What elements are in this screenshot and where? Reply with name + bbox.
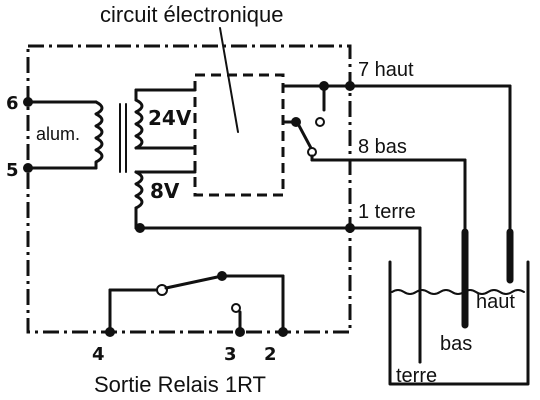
haut-terminal-label: 7 haut <box>358 59 414 81</box>
terminal-4-label: 4 <box>92 344 105 365</box>
output-relay <box>105 271 288 337</box>
alum-label: alum. <box>36 124 80 144</box>
caption-sortie-relais: Sortie Relais 1RT <box>94 372 266 397</box>
terminal-2-label: 2 <box>264 344 277 365</box>
title-circuit-electronique: circuit électronique <box>100 2 283 27</box>
tank-haut-label: haut <box>476 291 515 313</box>
coil-8v <box>134 170 144 210</box>
coil-24v <box>134 98 144 150</box>
terminal-6-label: 6 <box>6 93 19 114</box>
voltage-8v-label: 8V <box>150 179 180 203</box>
terminal-5-label: 5 <box>6 160 19 181</box>
bas-terminal-label: 8 bas <box>358 136 407 158</box>
tank-bas-label: bas <box>440 333 472 355</box>
tank-terre-label: terre <box>396 365 437 387</box>
supply-input <box>23 97 127 173</box>
water-level <box>391 289 525 295</box>
water-tank <box>388 228 530 386</box>
probe-relay <box>281 81 467 302</box>
electronic-circuit-box <box>193 73 285 197</box>
enclosure-border <box>26 44 352 334</box>
secondary-8v <box>134 170 352 233</box>
voltage-24v-label: 24V <box>148 106 192 130</box>
secondary-24v <box>134 88 197 150</box>
title-pointer-line <box>219 27 239 133</box>
terre-terminal-label: 1 terre <box>358 201 416 223</box>
primary-coil <box>94 100 104 170</box>
terminal-3-label: 3 <box>224 344 237 365</box>
